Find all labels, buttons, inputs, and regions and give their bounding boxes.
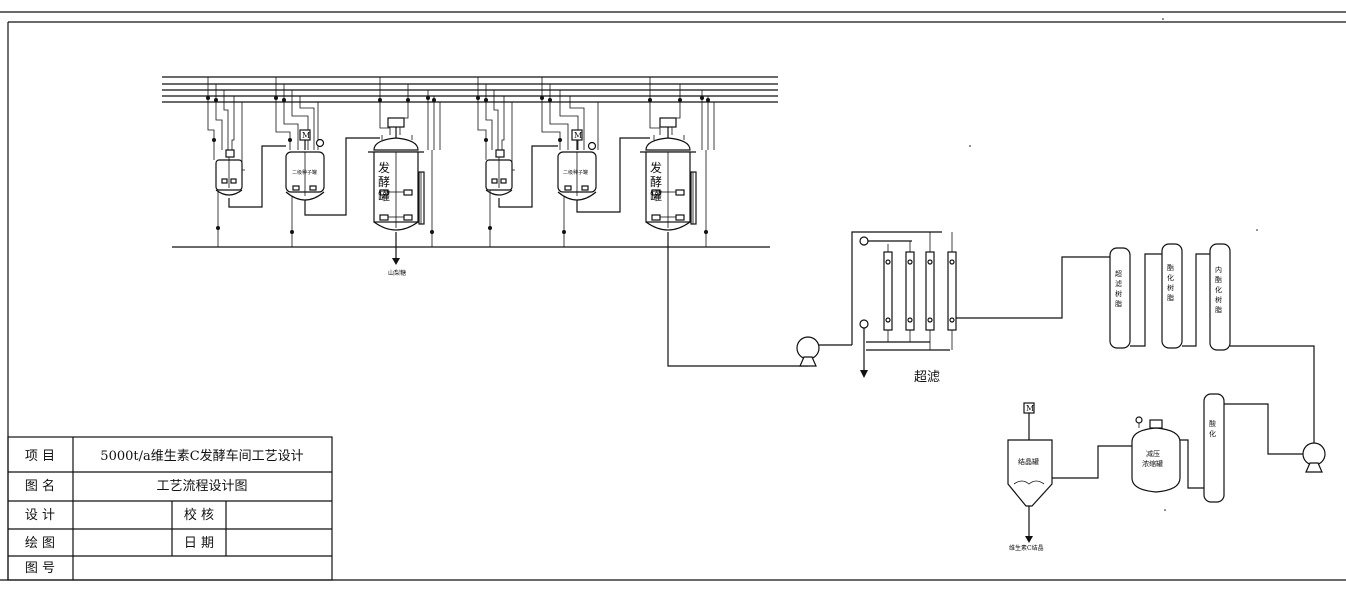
- secondary-seed-tank-2: M 二级种子罐: [557, 129, 597, 201]
- motor-label-2: M: [574, 131, 582, 140]
- resin-column-2-label-3: 树: [1167, 283, 1174, 292]
- fermenter-2-label-3: 罐: [650, 189, 662, 203]
- train-2-branch-lines: [476, 77, 715, 171]
- designer-label: 设 计: [25, 508, 55, 523]
- fermenter-1-label-1: 发: [378, 160, 390, 175]
- secondary-seed-tank-1: M 二级种子罐: [285, 129, 325, 201]
- drawing-number-label: 图 号: [25, 561, 55, 576]
- resin-column-3-label-5: 脂: [1215, 305, 1222, 314]
- resin-column-1-label-2: 滤: [1115, 279, 1122, 288]
- utility-header-pipes: [162, 76, 778, 103]
- resin-column-3-label-2: 酯: [1215, 276, 1222, 284]
- fermenter-2-label-1: 发: [650, 160, 662, 175]
- resin-column-2-label-1: 酯: [1167, 264, 1174, 272]
- fermenter-2: 发 酵 罐: [640, 117, 697, 231]
- resin-column-3-label-1: 内: [1215, 265, 1222, 274]
- drafter-label: 绘 图: [25, 536, 55, 551]
- drawing-specks: [969, 18, 1258, 511]
- product-label: 维生素C结晶: [1009, 544, 1044, 552]
- acidification-column: 酸 化: [1203, 393, 1225, 503]
- permeate-line: [956, 256, 1110, 319]
- feed-pump-1: [796, 336, 852, 367]
- sorbose-feed-label: 山梨糖: [388, 269, 406, 277]
- project-label: 项 目: [25, 449, 55, 464]
- fermenter-1-label-2: 酵: [378, 175, 390, 189]
- crystallizer-label: 结晶罐: [1018, 457, 1039, 466]
- evaporator-label-1: 减压: [1146, 449, 1160, 458]
- resin-column-1-label-4: 脂: [1115, 299, 1122, 308]
- membrane-module-2: [905, 241, 915, 331]
- train-1-transfer-lines: [216, 137, 434, 247]
- resin-column-2: 酯 化 树 脂: [1161, 243, 1183, 349]
- resin-column-3: 内 酯 化 树 脂: [1209, 243, 1231, 351]
- vacuum-evaporator: 减压 浓缩罐: [1131, 416, 1181, 493]
- membrane-module-3: [925, 232, 935, 331]
- membrane-module-1: [883, 244, 893, 331]
- train-2-transfer-lines: [488, 137, 708, 247]
- acidification-label-1: 酸: [1209, 419, 1216, 428]
- fermenter-2-label-2: 酵: [650, 175, 662, 189]
- drawing-name-value: 工艺流程设计图: [156, 479, 247, 494]
- crystallizer: M 结晶罐 维生素C结晶: [1007, 402, 1053, 552]
- resin-column-2-label-2: 化: [1167, 273, 1174, 282]
- resin-column-1-label-3: 树: [1115, 289, 1122, 298]
- secondary-seed-tank-2-label: 二级种子罐: [563, 169, 588, 176]
- train-1-branch-lines: [206, 77, 441, 171]
- project-value: 5000t/a维生素C发酵车间工艺设计: [100, 448, 303, 464]
- resin-column-2-label-4: 脂: [1167, 293, 1174, 302]
- acidification-label-2: 化: [1209, 429, 1216, 438]
- motor-label-1: M: [302, 131, 310, 140]
- resin-column-1: 超 滤 树 脂: [1109, 247, 1131, 349]
- evaporator-label-2: 浓缩罐: [1142, 459, 1163, 468]
- fermenter-1-label-3: 罐: [378, 189, 390, 203]
- broth-transfer-line: [667, 232, 808, 367]
- checker-label: 校 核: [184, 507, 214, 523]
- drawing-name-label: 图 名: [25, 478, 55, 494]
- ultrafiltration-unit: 超滤: [796, 231, 957, 385]
- resin-column-3-label-3: 化: [1215, 285, 1222, 294]
- membrane-module-4: [947, 232, 957, 331]
- ultrafiltration-label: 超滤: [914, 370, 940, 385]
- primary-seed-tank-1: [215, 149, 243, 196]
- fermenter-1: 发 酵 罐 山梨糖: [368, 117, 425, 277]
- resin-column-1-label-1: 超: [1115, 269, 1122, 278]
- secondary-seed-tank-1-label: 二级种子罐: [292, 169, 317, 176]
- train-1: M 二级种子罐: [206, 77, 441, 277]
- drawing-frame: [0, 11, 1346, 581]
- resin-column-3-label-4: 树: [1215, 295, 1222, 304]
- train-2: M 二级种子罐 发: [476, 77, 715, 247]
- title-block: 项 目 5000t/a维生素C发酵车间工艺设计 图 名 工艺流程设计图 设 计 …: [7, 436, 333, 581]
- primary-seed-tank-2: [485, 149, 513, 196]
- crystallizer-motor-label: M: [1026, 404, 1034, 413]
- feed-pump-2: [1302, 442, 1326, 473]
- date-label: 日 期: [184, 536, 214, 551]
